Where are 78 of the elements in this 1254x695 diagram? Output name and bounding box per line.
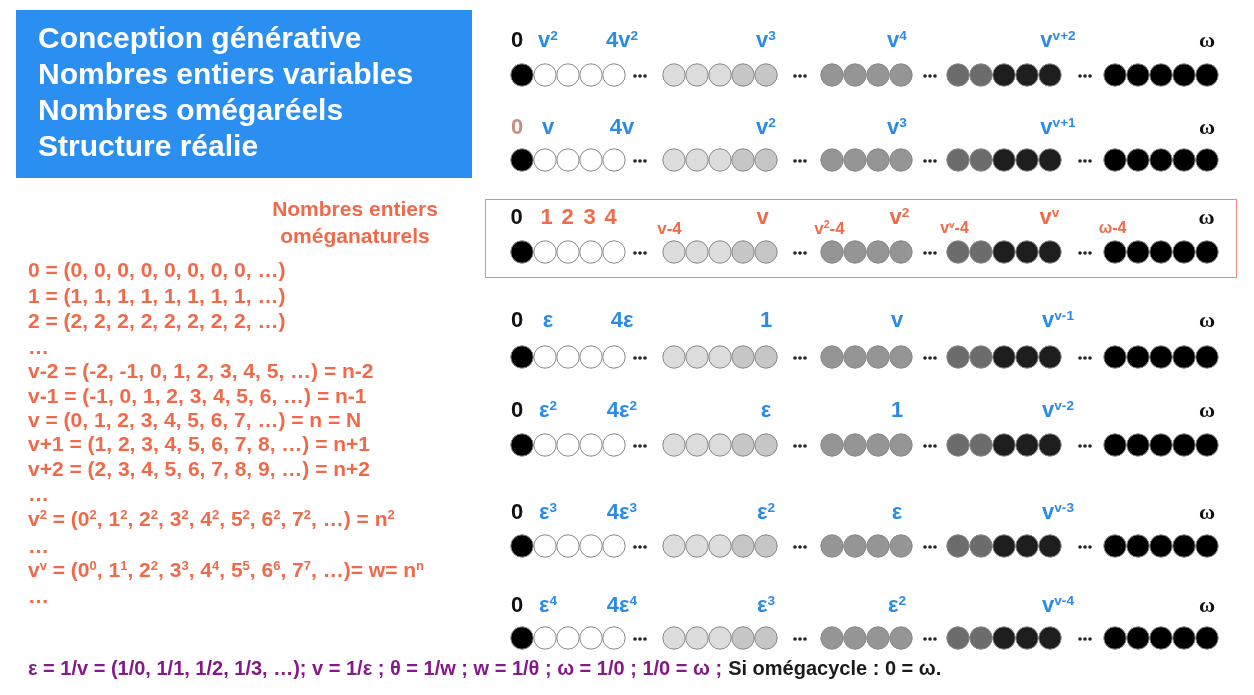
row-label: ε — [760, 399, 772, 421]
row-label: 0 — [510, 399, 524, 421]
formula-line: v+1 = (1, 2, 3, 4, 5, 6, 7, 8, …) = n+1 — [28, 433, 371, 455]
row-label: v$^{3}$ — [887, 116, 907, 138]
formula-line: 1 = (1, 1, 1, 1, 1, 1, 1, 1, …) — [28, 285, 286, 307]
row-label: ε$^{2}$ — [888, 594, 906, 616]
row-label: 4v — [609, 116, 635, 138]
formula-line: v = (0, 1, 2, 3, 4, 5, 6, 7, …) = n = N — [28, 409, 362, 431]
row-label: 4ε$^{3}$ — [606, 501, 638, 523]
row-label: v$^{3}$ — [756, 29, 776, 51]
row-label: ε$^{4}$ — [539, 594, 557, 616]
row-label: ω — [1198, 29, 1216, 51]
title-line: Nombres entiers variables — [38, 56, 415, 92]
row-label: 1 — [540, 205, 553, 228]
row-label: ω-4 — [1098, 219, 1127, 236]
row-label: v$^{4}$ — [887, 29, 907, 51]
row-label: v$^{v+1}$ — [1040, 116, 1076, 138]
row-label: ε$^{3}$ — [539, 501, 557, 523]
title-line: Nombres omégaréels — [38, 92, 345, 128]
formula-line: v+2 = (2, 3, 4, 5, 6, 7, 8, 9, …) = n+2 — [28, 458, 371, 480]
row-label: 4ε$^{2}$ — [606, 399, 638, 421]
row-label: 0 — [510, 29, 524, 51]
row-label: ω — [1198, 399, 1216, 421]
row-label: 2 — [561, 205, 574, 228]
row-label: ε$^{3}$ — [757, 594, 775, 616]
row-label: v$^{v}$-4 — [940, 219, 969, 236]
row-label: ε$^{2}$ — [757, 501, 775, 523]
highlight-frame — [485, 199, 1237, 278]
row-label: ω — [1198, 594, 1216, 616]
formula-line: ε = 1/v = (1/0, 1/1, 1/2, 1/3, …); v = 1/ε ; θ = 1/w ; w = 1/θ ; ω = 1/0 ; 1/0 = ω ; — [28, 657, 723, 679]
formula-line: 2 = (2, 2, 2, 2, 2, 2, 2, 2, …) — [28, 310, 286, 332]
row-label: v — [756, 205, 769, 228]
row-label: ω — [1198, 309, 1216, 331]
row-label: v$^{v}$ — [1039, 205, 1060, 228]
row-label: v$^{v-3}$ — [1042, 501, 1074, 523]
title-line: Structure réalie — [38, 128, 260, 164]
formula-line: … — [28, 483, 49, 505]
formula-line: v$^{v}$ = (0$^{0}$, 1$^{1}$, 2$^{2}$, 3$^{3}$, 4$^{4}$, 5$^{5}$, 6$^{6}$, 7$^{7}$, …)= w= n$^{n}$ — [28, 559, 425, 581]
row-label: ω — [1198, 116, 1216, 138]
row-label: 0 — [510, 501, 524, 523]
row-label: v$^{2}$-4 — [814, 219, 845, 236]
row-label: ω — [1198, 205, 1215, 228]
formula-line: 0 = (0, 0, 0, 0, 0, 0, 0, 0, …) — [28, 259, 286, 281]
row-label: 4ε — [610, 309, 634, 331]
row-label: 0 — [510, 309, 524, 331]
row-label: v$^{2}$ — [538, 29, 558, 51]
row-label: v$^{2}$ — [756, 116, 776, 138]
row-label: 1 — [759, 309, 773, 331]
row-label: v$^{v-2}$ — [1042, 399, 1074, 421]
formula-line: … — [28, 336, 49, 358]
row-label: v$^{v-1}$ — [1042, 309, 1074, 331]
row-label: ε$^{2}$ — [539, 399, 557, 421]
row-label: v — [541, 116, 555, 138]
row-label: v — [890, 309, 904, 331]
formula-line: … — [28, 535, 49, 557]
row-label: v$^{v+2}$ — [1040, 29, 1076, 51]
formula-line: v-1 = (-1, 0, 1, 2, 3, 4, 5, 6, …) = n-1 — [28, 385, 367, 407]
row-label: 4 — [604, 205, 617, 228]
row-label: 0 — [510, 116, 524, 138]
row-label: v$^{v-4}$ — [1042, 594, 1074, 616]
row-label: 0 — [510, 594, 524, 616]
formula-line: … — [28, 585, 49, 607]
formula-line: v$^{2}$ = (0$^{2}$, 1$^{2}$, 2$^{2}$, 3$^{2}$, 4$^{2}$, 5$^{2}$, 6$^{2}$, 7$^{2}$, …) = n$^{2}$ — [28, 508, 395, 530]
row-label: v-4 — [657, 219, 682, 236]
section-heading: Nombres entiers oméganaturels — [271, 196, 439, 249]
formula-line: v-2 = (-2, -1, 0, 1, 2, 3, 4, 5, …) = n-2 — [28, 360, 374, 382]
row-label: ε — [542, 309, 554, 331]
title-box — [16, 10, 472, 178]
row-label: 4v$^{2}$ — [605, 29, 639, 51]
row-label: ω — [1198, 501, 1216, 523]
row-label: 1 — [890, 399, 904, 421]
formula-line: Si omégacycle : 0 = ω. — [728, 657, 942, 679]
row-label: ε — [891, 501, 903, 523]
title-line: Conception générative — [38, 20, 363, 56]
row-label: 4ε$^{4}$ — [606, 594, 638, 616]
row-label: 0 — [510, 205, 523, 228]
row-label: 3 — [583, 205, 596, 228]
row-label: v$^{2}$ — [889, 205, 910, 228]
